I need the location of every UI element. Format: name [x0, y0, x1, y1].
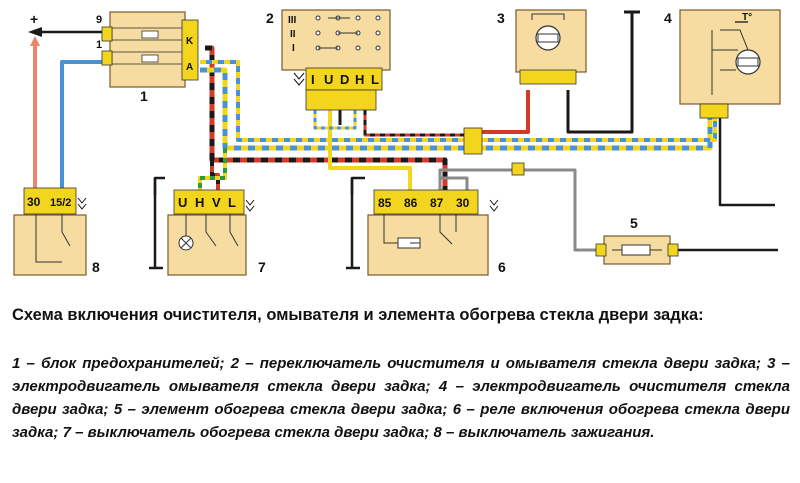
component-number-2: 2 [266, 10, 274, 26]
svg-text:30: 30 [27, 195, 41, 209]
wire-gray-30 [440, 176, 469, 195]
svg-text:V: V [212, 195, 221, 210]
component-5-heater-element: 5 [595, 215, 679, 265]
component-number-7: 7 [258, 259, 266, 275]
component-6-heater-relay: 85 86 87 30 6 [367, 189, 506, 276]
arrow-left-icon [28, 27, 42, 37]
wire-switch2-loop [313, 110, 357, 130]
wire-ground-7 [153, 176, 165, 195]
connector-block [511, 162, 525, 176]
component-number-6: 6 [498, 259, 506, 275]
wiring-diagram-svg: 9 1 K A 1 + III II I I U D H L 2 [13, 9, 781, 276]
svg-text:H: H [355, 72, 364, 87]
svg-text:L: L [371, 72, 379, 87]
component-number-3: 3 [497, 10, 505, 26]
svg-text:87: 87 [430, 196, 444, 210]
fuse-label-k: K [186, 36, 194, 47]
svg-text:I: I [311, 72, 315, 87]
connector-chevron-icon [293, 72, 305, 86]
component-8-ignition-switch: 30 15/2 8 [13, 187, 100, 276]
thermo-label: T° [742, 12, 752, 23]
component-3-washer-motor: 3 [497, 9, 587, 85]
wire-washer-red [470, 90, 530, 134]
svg-text:30: 30 [456, 196, 470, 210]
resistor-icon [621, 244, 651, 256]
svg-text:L: L [228, 195, 236, 210]
plus-label: + [30, 11, 38, 27]
wire-ground-6 [350, 176, 365, 195]
svg-text:U: U [324, 72, 333, 87]
caption-body: 1 – блок предохранителей; 2 – переключат… [12, 355, 791, 441]
fuse-icon [141, 54, 159, 63]
component-4-wiper-motor: T° 4 [664, 9, 781, 119]
svg-text:U: U [178, 195, 187, 210]
component-number-5: 5 [630, 215, 638, 231]
wire-motor4-ground [718, 118, 775, 207]
component-number-8: 8 [92, 259, 100, 275]
wire-yellow [328, 110, 412, 195]
svg-text:I: I [292, 43, 295, 54]
svg-text:III: III [288, 15, 297, 26]
svg-text:D: D [340, 72, 349, 87]
svg-text:H: H [195, 195, 204, 210]
ground-icon [149, 178, 163, 270]
fuse-pin-1: 1 [96, 39, 102, 51]
svg-text:II: II [290, 29, 296, 40]
wire-yellow-blue-2 [200, 60, 717, 142]
plus-terminal: + [28, 11, 42, 46]
wiring-diagram: 9 1 K A 1 + III II I I U D H L 2 [13, 9, 781, 276]
wire-blue [60, 60, 110, 190]
component-number-1: 1 [140, 88, 148, 104]
ground-icon [346, 178, 360, 270]
component-7-defrost-switch: U H V L 7 [167, 189, 266, 276]
caption: Схема включения очистителя, омывателя и … [0, 298, 800, 483]
svg-text:15/2: 15/2 [50, 197, 71, 209]
fuse-pin-9: 9 [96, 14, 102, 26]
fuse-icon [141, 30, 159, 39]
svg-text:85: 85 [378, 196, 392, 210]
connector-block [463, 127, 483, 155]
fuse-label-a: A [186, 62, 193, 73]
component-number-4: 4 [664, 10, 672, 26]
caption-title: Схема включения очистителя, омывателя и … [12, 306, 704, 324]
component-1-fuse-block: 9 1 K A 1 [96, 11, 199, 104]
component-2-wiper-switch: III II I I U D H L 2 [266, 9, 391, 111]
arrow-up-icon [30, 36, 40, 46]
wire-red-black-3 [363, 110, 470, 137]
svg-text:86: 86 [404, 196, 418, 210]
wire-washer-black [566, 12, 634, 134]
